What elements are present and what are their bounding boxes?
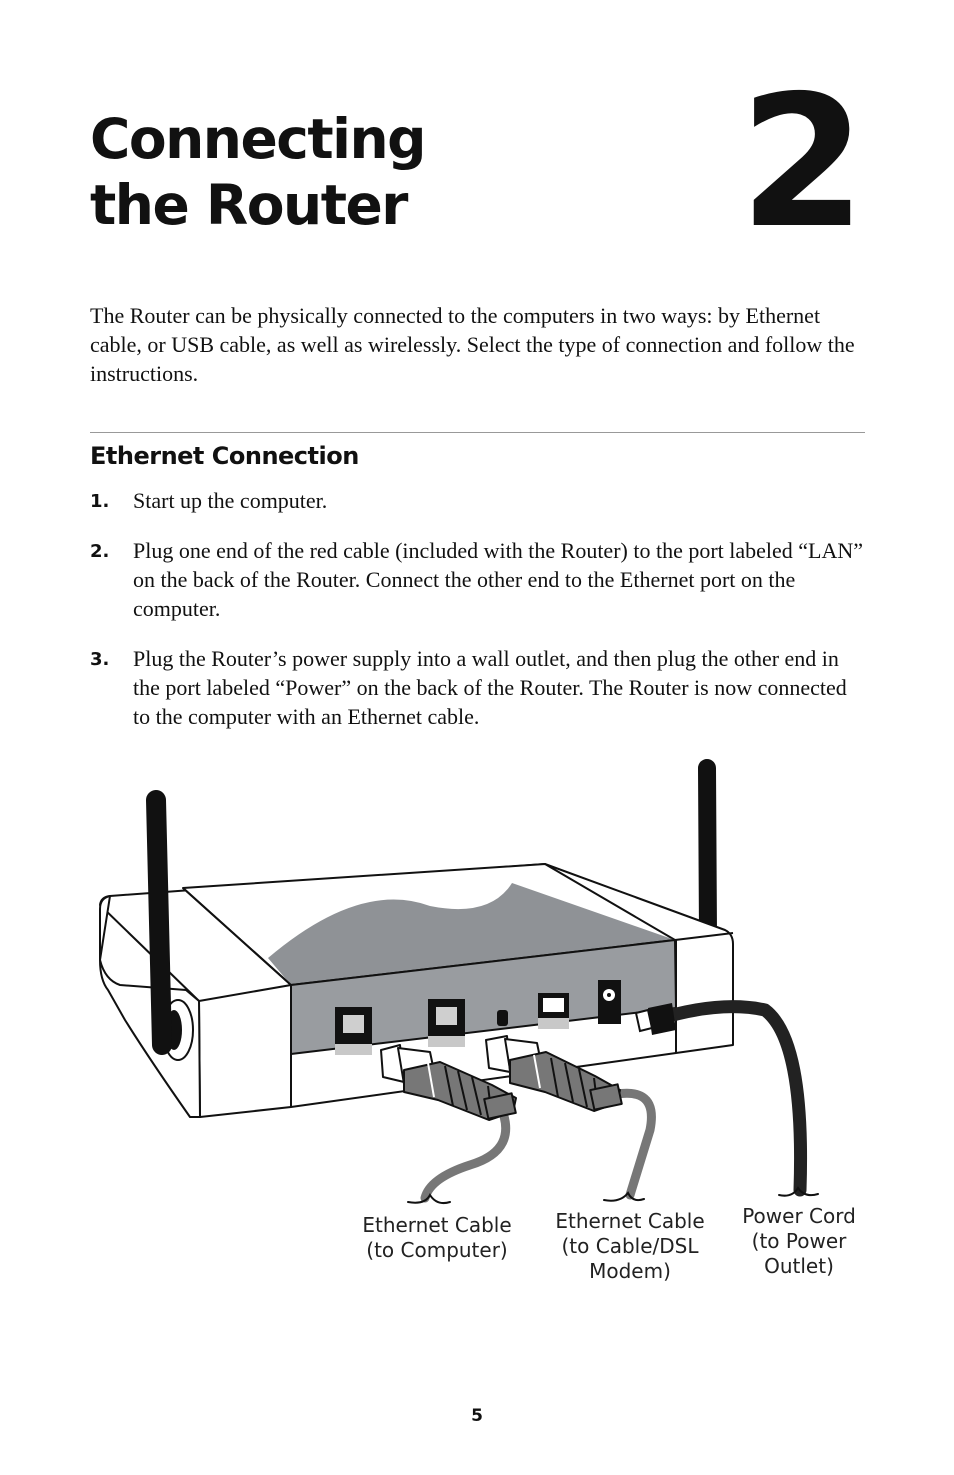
chapter-number: 2 — [739, 56, 866, 268]
callout-line: (to Computer) — [366, 1238, 508, 1262]
callout-line: Outlet) — [764, 1254, 834, 1278]
router-connection-diagram — [99, 759, 819, 1205]
usb-port-icon — [538, 993, 569, 1029]
callout-line: Modem) — [589, 1259, 671, 1283]
step-text: Start up the computer. — [133, 488, 328, 513]
step-text: Plug one end of the red cable (included … — [133, 538, 864, 621]
callout-ethernet-computer: Ethernet Cable (to Computer) — [337, 1213, 537, 1263]
callout-line: Power Cord — [742, 1204, 856, 1228]
step-number: 3. — [90, 649, 110, 670]
power-cord — [648, 1000, 819, 1197]
page-number: 5 — [471, 1406, 483, 1426]
wan-port-icon — [428, 999, 465, 1047]
reset-button-icon — [497, 1010, 508, 1026]
chapter-title-line-1: Connecting — [90, 107, 427, 171]
intro-paragraph: The Router can be physically connected t… — [90, 303, 855, 386]
step-text: Plug the Router’s power supply into a wa… — [133, 646, 847, 729]
ethernet-cable-modem — [595, 1088, 656, 1202]
callout-power-cord: Power Cord (to Power Outlet) — [714, 1204, 884, 1279]
power-port-icon — [598, 980, 621, 1024]
rj45-connector-computer — [380, 1044, 517, 1121]
steps-list: 1. Start up the computer. 2. Plug one en… — [90, 486, 866, 752]
callout-ethernet-modem: Ethernet Cable (to Cable/DSL Modem) — [530, 1209, 730, 1284]
rj45-connector-modem — [485, 1035, 623, 1112]
power-plug-icon — [634, 1003, 676, 1035]
step-number: 2. — [90, 541, 110, 562]
chapter-title-line-2: the Router — [90, 173, 408, 237]
step-item: 1. Start up the computer. — [90, 486, 866, 515]
lan-port-icon — [335, 1007, 372, 1055]
callout-line: Ethernet Cable — [555, 1209, 705, 1233]
callout-line: (to Power — [751, 1229, 847, 1253]
chapter-title: Connecting the Router — [90, 106, 427, 238]
section-heading: Ethernet Connection — [90, 442, 359, 470]
ethernet-cable-computer — [407, 1100, 511, 1205]
section-divider — [90, 432, 865, 433]
callout-line: (to Cable/DSL — [561, 1234, 699, 1258]
step-number: 1. — [90, 491, 110, 512]
callout-line: Ethernet Cable — [362, 1213, 512, 1237]
right-antenna-icon — [698, 759, 717, 944]
step-item: 2. Plug one end of the red cable (includ… — [90, 536, 866, 623]
left-antenna-icon — [146, 790, 194, 1061]
step-item: 3. Plug the Router’s power supply into a… — [90, 644, 866, 731]
